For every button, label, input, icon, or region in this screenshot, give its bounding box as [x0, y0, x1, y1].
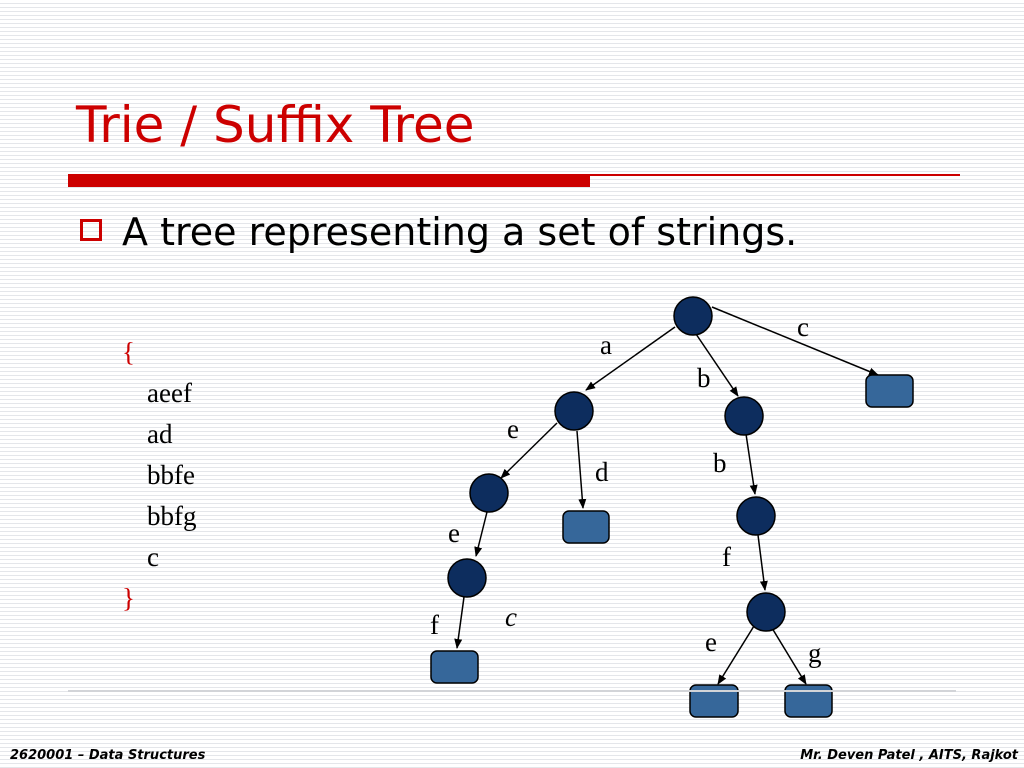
set-open-brace: { — [122, 337, 135, 367]
trie-node — [469, 473, 509, 513]
edge-a-d — [576, 430, 587, 509]
trie-leaf — [689, 684, 739, 718]
set-item: ad — [147, 419, 173, 449]
slide-title: Trie / Suffix Tree — [76, 96, 475, 154]
edge-label-g: g — [808, 638, 822, 668]
edge-label-f: f — [430, 610, 439, 640]
edge-root-a — [585, 326, 676, 391]
footer-divider — [68, 690, 956, 692]
stray-mark: c — [505, 602, 517, 632]
square-bullet-icon — [80, 219, 102, 241]
string-set: { aeef ad bbfe bbfg c } — [122, 332, 197, 619]
title-underline-thick — [68, 174, 590, 187]
trie-node-root — [673, 296, 713, 336]
edge-bbf-e — [717, 625, 755, 685]
edge-label-e: e — [507, 414, 519, 444]
edge-bbf-g — [771, 627, 807, 685]
trie-node — [736, 496, 776, 536]
footer-author: Mr. Deven Patel , AITS, Rajkot — [800, 748, 1018, 763]
trie-node — [447, 558, 487, 598]
edge-label-b: b — [697, 363, 711, 393]
edge-label-a: a — [600, 330, 612, 360]
set-item: bbfe — [147, 460, 195, 490]
trie-leaf — [784, 684, 833, 718]
edge-root-c — [711, 306, 879, 376]
edge-bb-f — [757, 534, 768, 591]
edge-root-b — [695, 333, 739, 397]
edge-label-c: c — [797, 312, 809, 342]
trie-leaf — [562, 510, 610, 544]
trie-node — [746, 592, 786, 632]
bullet-text: A tree representing a set of strings. — [122, 210, 798, 254]
trie-leaf — [430, 650, 479, 684]
edge-label-f: f — [722, 542, 731, 572]
edge-aee-f — [454, 596, 465, 649]
set-item: bbfg — [147, 501, 197, 531]
edge-ae-e — [474, 511, 488, 557]
trie-leaf — [865, 374, 914, 408]
edge-label-b: b — [713, 448, 727, 478]
edge-a-e — [500, 422, 558, 479]
set-close-brace: } — [122, 583, 135, 613]
bullet-point: A tree representing a set of strings. — [80, 213, 797, 251]
edge-b-b — [745, 433, 758, 495]
trie-node — [554, 391, 594, 431]
edge-label-d: d — [595, 457, 609, 487]
title-underline-thin — [590, 174, 960, 176]
set-item: aeef — [147, 378, 192, 408]
edge-label-e: e — [448, 518, 460, 548]
edge-label-e: e — [705, 627, 717, 657]
footer-course: 2620001 – Data Structures — [10, 748, 206, 763]
set-item: c — [147, 542, 159, 572]
trie-node — [724, 396, 764, 436]
